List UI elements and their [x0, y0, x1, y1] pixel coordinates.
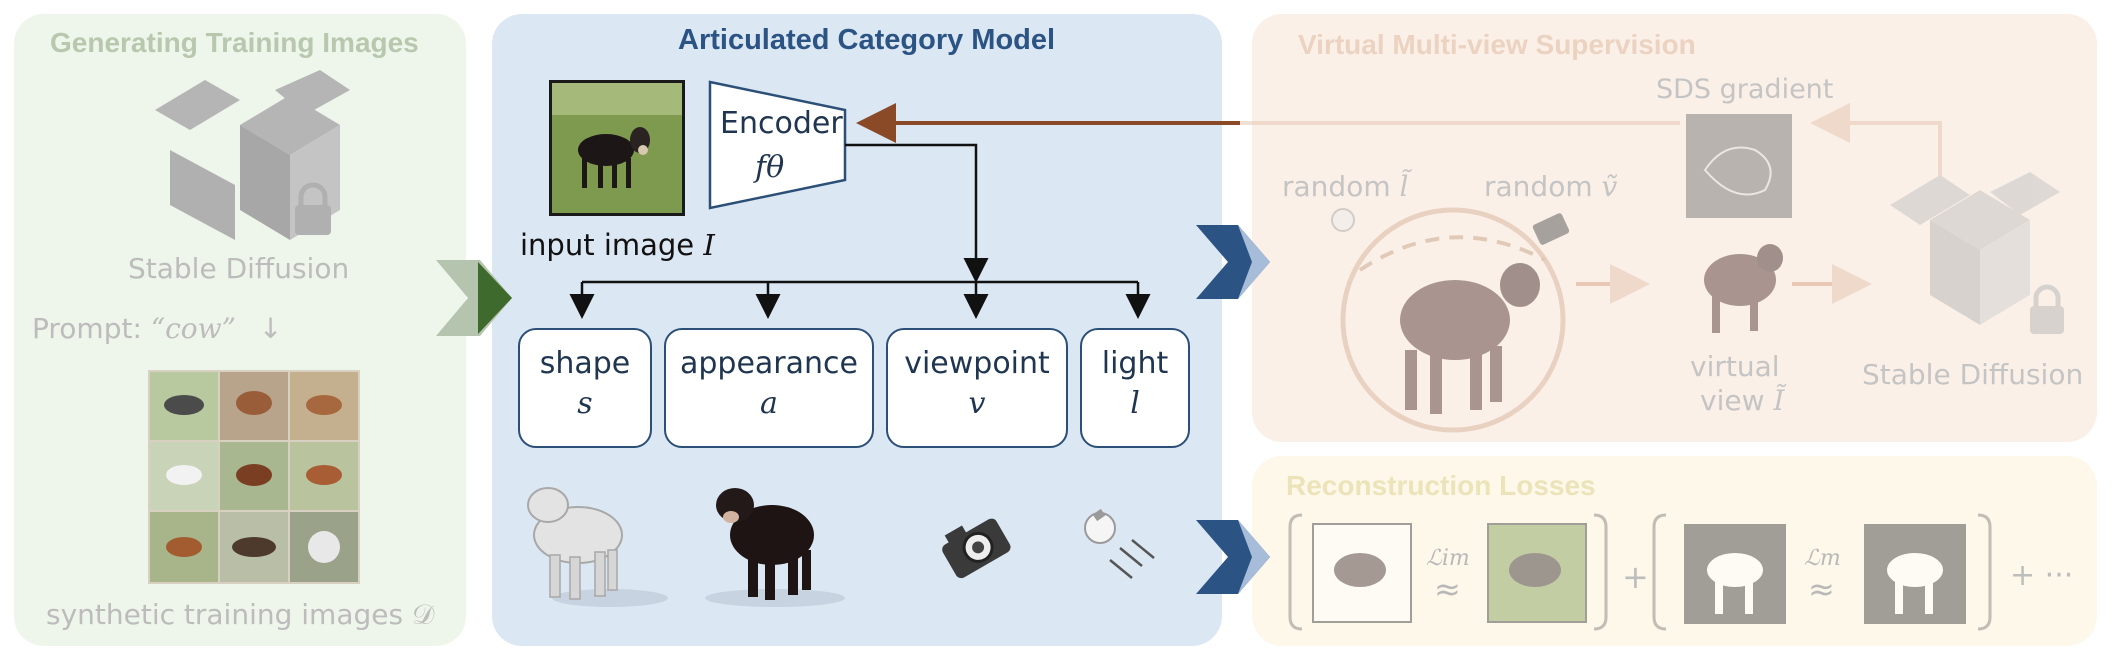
approx-m-symbol: ≈	[1808, 570, 1835, 608]
dataset-symbol: 𝒟	[411, 598, 435, 631]
virtual-view-symbol: Ĩ	[1773, 384, 1785, 417]
chevron-to-losses-icon	[1196, 520, 1270, 594]
loss-im-label: ℒim	[1426, 546, 1470, 571]
encoder-label: Encoder	[720, 106, 843, 141]
losses-graphics	[1288, 513, 1992, 631]
arrow-down-icon: ↓	[258, 312, 283, 345]
appearance-cow-icon	[705, 488, 845, 607]
virtual-view-text: view	[1700, 384, 1774, 417]
approx-im-symbol: ≈	[1434, 570, 1461, 608]
shape-mesh-icon	[527, 487, 668, 607]
factor-name-shape: shape	[539, 346, 631, 381]
factor-name-light: light	[1101, 346, 1169, 381]
factor-box-light: light l	[1080, 328, 1190, 448]
factor-symbol-viewpoint: v	[968, 386, 986, 421]
random-light-symbol: l̃	[1399, 170, 1409, 203]
losses-panel-title: Reconstruction Losses	[1286, 470, 1596, 501]
random-view-symbol: ṽ	[1601, 170, 1618, 203]
factor-symbol-shape: s	[577, 386, 593, 421]
virtual-view-line2: view Ĩ	[1700, 384, 1784, 417]
factor-box-appearance: appearance a	[664, 328, 874, 448]
sds-gradient-label: SDS gradient	[1656, 74, 1834, 105]
prompt-line: Prompt: “cow” ↓	[32, 312, 282, 345]
input-image-caption: input image I	[520, 228, 715, 262]
factor-name-appearance: appearance	[680, 346, 858, 381]
box-icon-left	[155, 70, 350, 240]
factor-box-viewpoint: viewpoint v	[886, 328, 1068, 448]
lock-icon-left	[295, 182, 331, 235]
input-caption-text: input image	[520, 228, 704, 262]
encoder-block	[708, 80, 847, 210]
input-image	[549, 80, 685, 216]
camera-icon	[942, 518, 1011, 579]
factor-symbol-appearance: a	[760, 386, 778, 421]
encoder-output-arrows	[569, 143, 1151, 319]
virtual-view-line1: virtual	[1690, 350, 1780, 383]
stable-diffusion-label-right: Stable Diffusion	[1862, 358, 2084, 391]
plus-ellipsis: + ···	[2010, 558, 2074, 593]
stable-diffusion-label-left: Stable Diffusion	[128, 252, 350, 285]
factor-box-shape: shape s	[518, 328, 652, 448]
encoder-symbol: fθ	[755, 150, 785, 185]
loss-m-label: ℒm	[1804, 546, 1841, 571]
factor-name-viewpoint: viewpoint	[904, 346, 1050, 381]
random-light-label: random l̃	[1282, 170, 1408, 203]
synthetic-images-caption: synthetic training images 𝒟	[46, 598, 434, 632]
prompt-label: Prompt:	[32, 312, 151, 345]
supervision-graphics	[1240, 103, 2064, 433]
synthetic-images-grid	[148, 370, 360, 584]
input-symbol: I	[703, 228, 715, 262]
random-view-label: random ṽ	[1484, 170, 1617, 203]
plus-symbol: +	[1622, 558, 1649, 596]
light-bulb-icon	[1084, 508, 1155, 579]
prompt-value: “cow”	[150, 312, 236, 345]
factor-symbol-light: l	[1130, 386, 1140, 421]
random-light-text: random	[1282, 170, 1400, 203]
chevron-right-icon	[436, 260, 512, 336]
random-view-text: random	[1484, 170, 1602, 203]
left-panel-title: Generating Training Images	[50, 27, 419, 58]
synthetic-caption-text: synthetic training images	[46, 598, 412, 631]
chevron-to-supervision-icon	[1196, 225, 1270, 299]
supervision-panel-title: Virtual Multi-view Supervision	[1298, 29, 1696, 60]
center-panel-title: Articulated Category Model	[678, 24, 1056, 56]
panel-reconstruction-losses	[1252, 456, 2097, 646]
